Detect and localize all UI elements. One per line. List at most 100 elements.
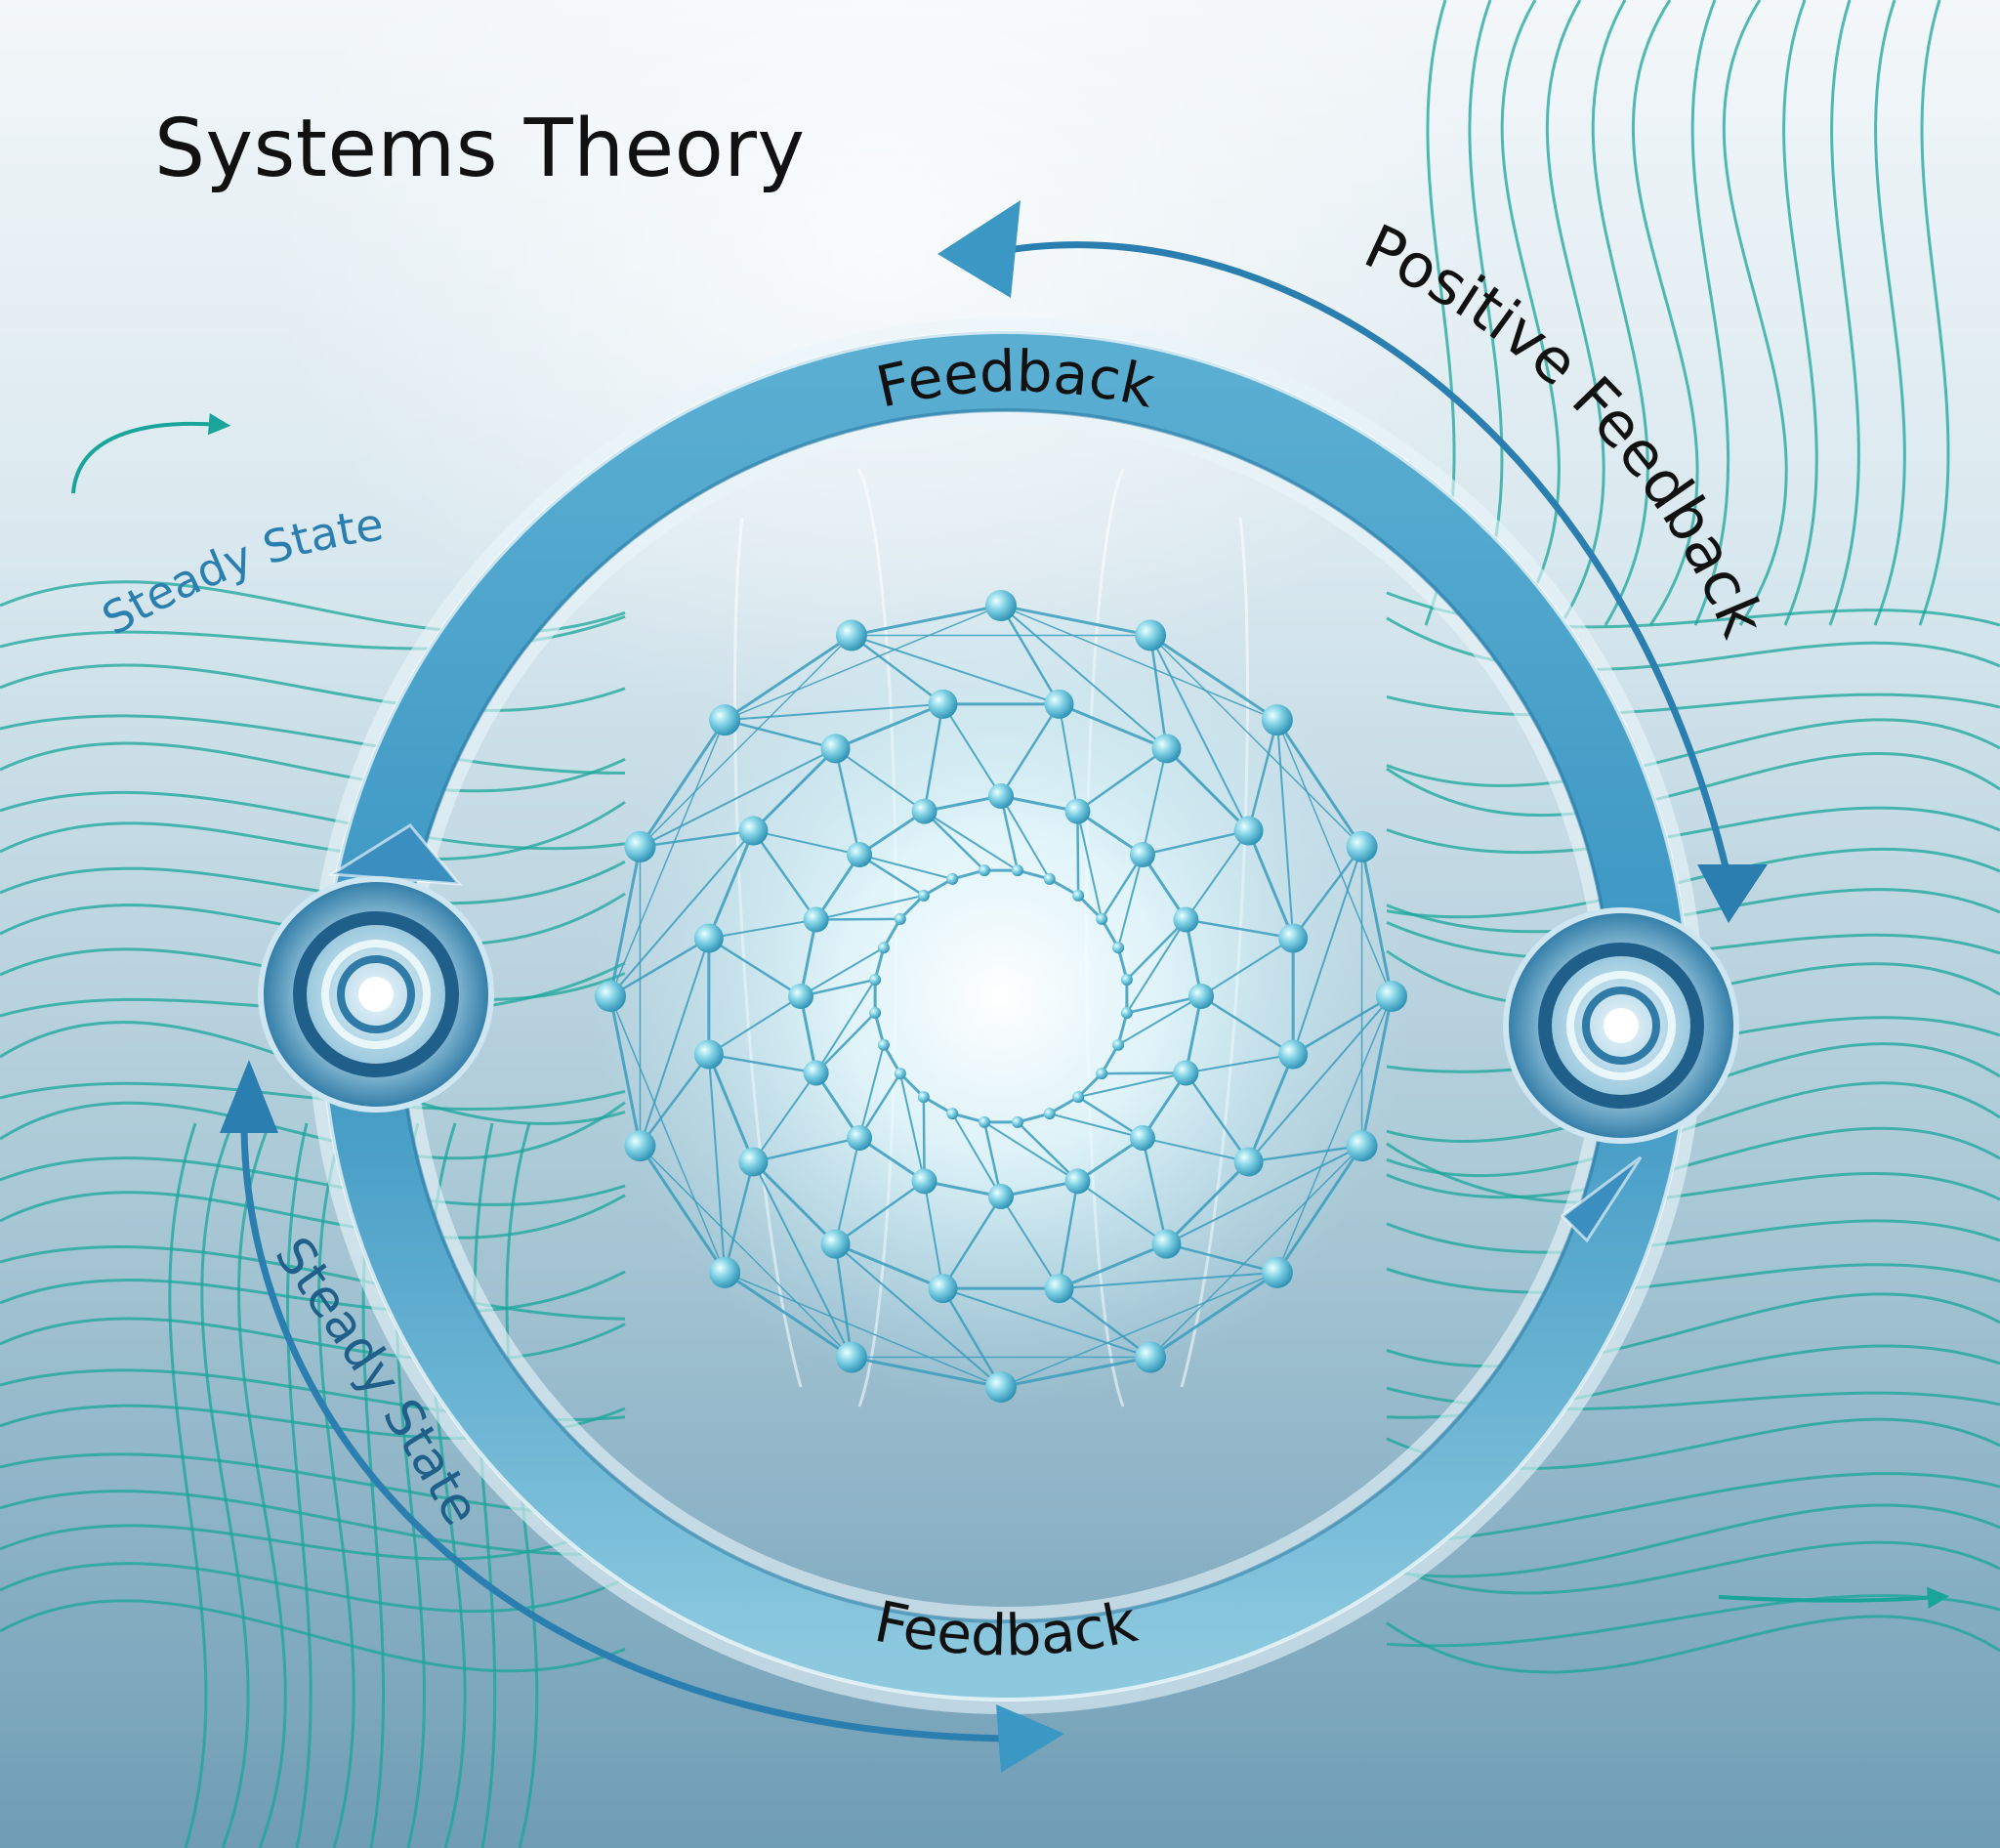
network-link xyxy=(834,1137,861,1244)
network-node xyxy=(1120,1006,1133,1019)
network-link xyxy=(1058,1287,1151,1359)
network-node xyxy=(1346,1130,1378,1162)
network-node xyxy=(1233,816,1264,846)
network-link xyxy=(1247,995,1393,1163)
network-node xyxy=(1112,942,1125,954)
network-link xyxy=(753,1136,860,1163)
network-link xyxy=(1184,919,1203,997)
network-node xyxy=(847,1124,873,1151)
network-link xyxy=(639,747,836,848)
network-link xyxy=(609,829,755,997)
network-link xyxy=(851,604,1002,637)
positive-feedback-arrowhead-bottom xyxy=(1697,864,1768,923)
network-node xyxy=(985,1371,1017,1403)
network-link xyxy=(707,1054,727,1273)
flow-line-left xyxy=(0,1101,626,1160)
network-link xyxy=(1275,720,1295,939)
network-link xyxy=(1000,1179,1078,1198)
flow-line-top-right xyxy=(1500,0,1561,626)
network-link xyxy=(1186,918,1294,940)
network-link xyxy=(1247,719,1279,831)
network-node xyxy=(1112,1038,1125,1051)
network-link xyxy=(1148,635,1168,749)
flow-line-top-right xyxy=(1632,0,1699,626)
network-link xyxy=(1058,1181,1079,1289)
network-node xyxy=(928,1274,958,1304)
network-link xyxy=(708,1053,816,1074)
network-link xyxy=(1275,719,1363,848)
network-link xyxy=(608,995,642,1147)
flow-line-bottom-left xyxy=(237,1122,287,1848)
network-link xyxy=(1184,995,1203,1073)
network-link xyxy=(799,919,818,997)
flow-line-top-right xyxy=(1873,0,1906,626)
network-link xyxy=(707,1053,755,1163)
network-node xyxy=(820,734,851,764)
network-link xyxy=(1077,1071,1187,1099)
network-node xyxy=(917,889,930,902)
network-link xyxy=(1185,829,1250,921)
flow-line-right xyxy=(1386,1540,2000,1595)
network-link xyxy=(851,634,1060,705)
feedback-bottom-label: Feedback xyxy=(869,1588,1143,1669)
network-link xyxy=(753,829,860,857)
flow-line-bottom-left xyxy=(317,1122,355,1848)
network-node xyxy=(624,1130,656,1162)
network-link xyxy=(708,995,802,1056)
network-link xyxy=(639,938,710,1147)
network-link xyxy=(752,829,817,921)
network-link xyxy=(1186,1053,1294,1074)
network-link xyxy=(834,1242,1002,1388)
network-link xyxy=(1247,829,1295,940)
network-link xyxy=(858,854,953,880)
network-link xyxy=(1076,810,1144,857)
flow-line-left xyxy=(0,1245,626,1321)
network-node xyxy=(988,1184,1014,1209)
network-link xyxy=(851,1356,1002,1389)
network-link xyxy=(1166,1242,1278,1275)
network-link xyxy=(1142,829,1249,857)
network-node xyxy=(595,981,626,1012)
flow-line-left xyxy=(0,1317,626,1363)
network-link xyxy=(1360,846,1394,997)
network-node xyxy=(803,1060,829,1086)
network-node xyxy=(624,830,656,862)
network-link xyxy=(924,794,1002,814)
network-link xyxy=(1017,1120,1079,1183)
network-node xyxy=(693,1039,724,1070)
network-link xyxy=(639,1053,710,1147)
network-node xyxy=(1346,830,1378,862)
network-link xyxy=(999,605,1061,705)
network-link xyxy=(608,846,642,997)
network-link xyxy=(815,917,900,921)
network-link xyxy=(923,703,944,812)
network-node xyxy=(1261,704,1293,736)
network-node xyxy=(911,1168,938,1195)
network-node xyxy=(869,1006,882,1019)
network-link xyxy=(1125,918,1188,981)
network-link xyxy=(639,1145,853,1359)
network-node xyxy=(1096,1068,1108,1080)
network-link xyxy=(1166,1145,1363,1245)
steady-state-arrowhead-top xyxy=(220,1060,278,1133)
network-link xyxy=(752,1071,817,1163)
network-link xyxy=(924,810,1019,871)
flow-line-right xyxy=(1386,693,2000,717)
network-node xyxy=(894,912,906,925)
flow-line-top-right xyxy=(1591,0,1649,626)
network-link xyxy=(707,829,755,940)
network-link xyxy=(1058,702,1168,750)
network-link xyxy=(983,1121,1078,1183)
network-node xyxy=(979,864,991,877)
network-link xyxy=(1000,1272,1278,1388)
network-node xyxy=(1173,906,1199,933)
network-link xyxy=(1165,747,1250,832)
network-link xyxy=(1200,994,1294,1056)
network-link xyxy=(1276,995,1393,1274)
network-link xyxy=(1292,994,1393,1056)
network-link xyxy=(1185,1071,1250,1163)
network-link xyxy=(1076,811,1104,920)
flow-line-left xyxy=(0,1516,626,1561)
network-link xyxy=(1200,937,1294,997)
